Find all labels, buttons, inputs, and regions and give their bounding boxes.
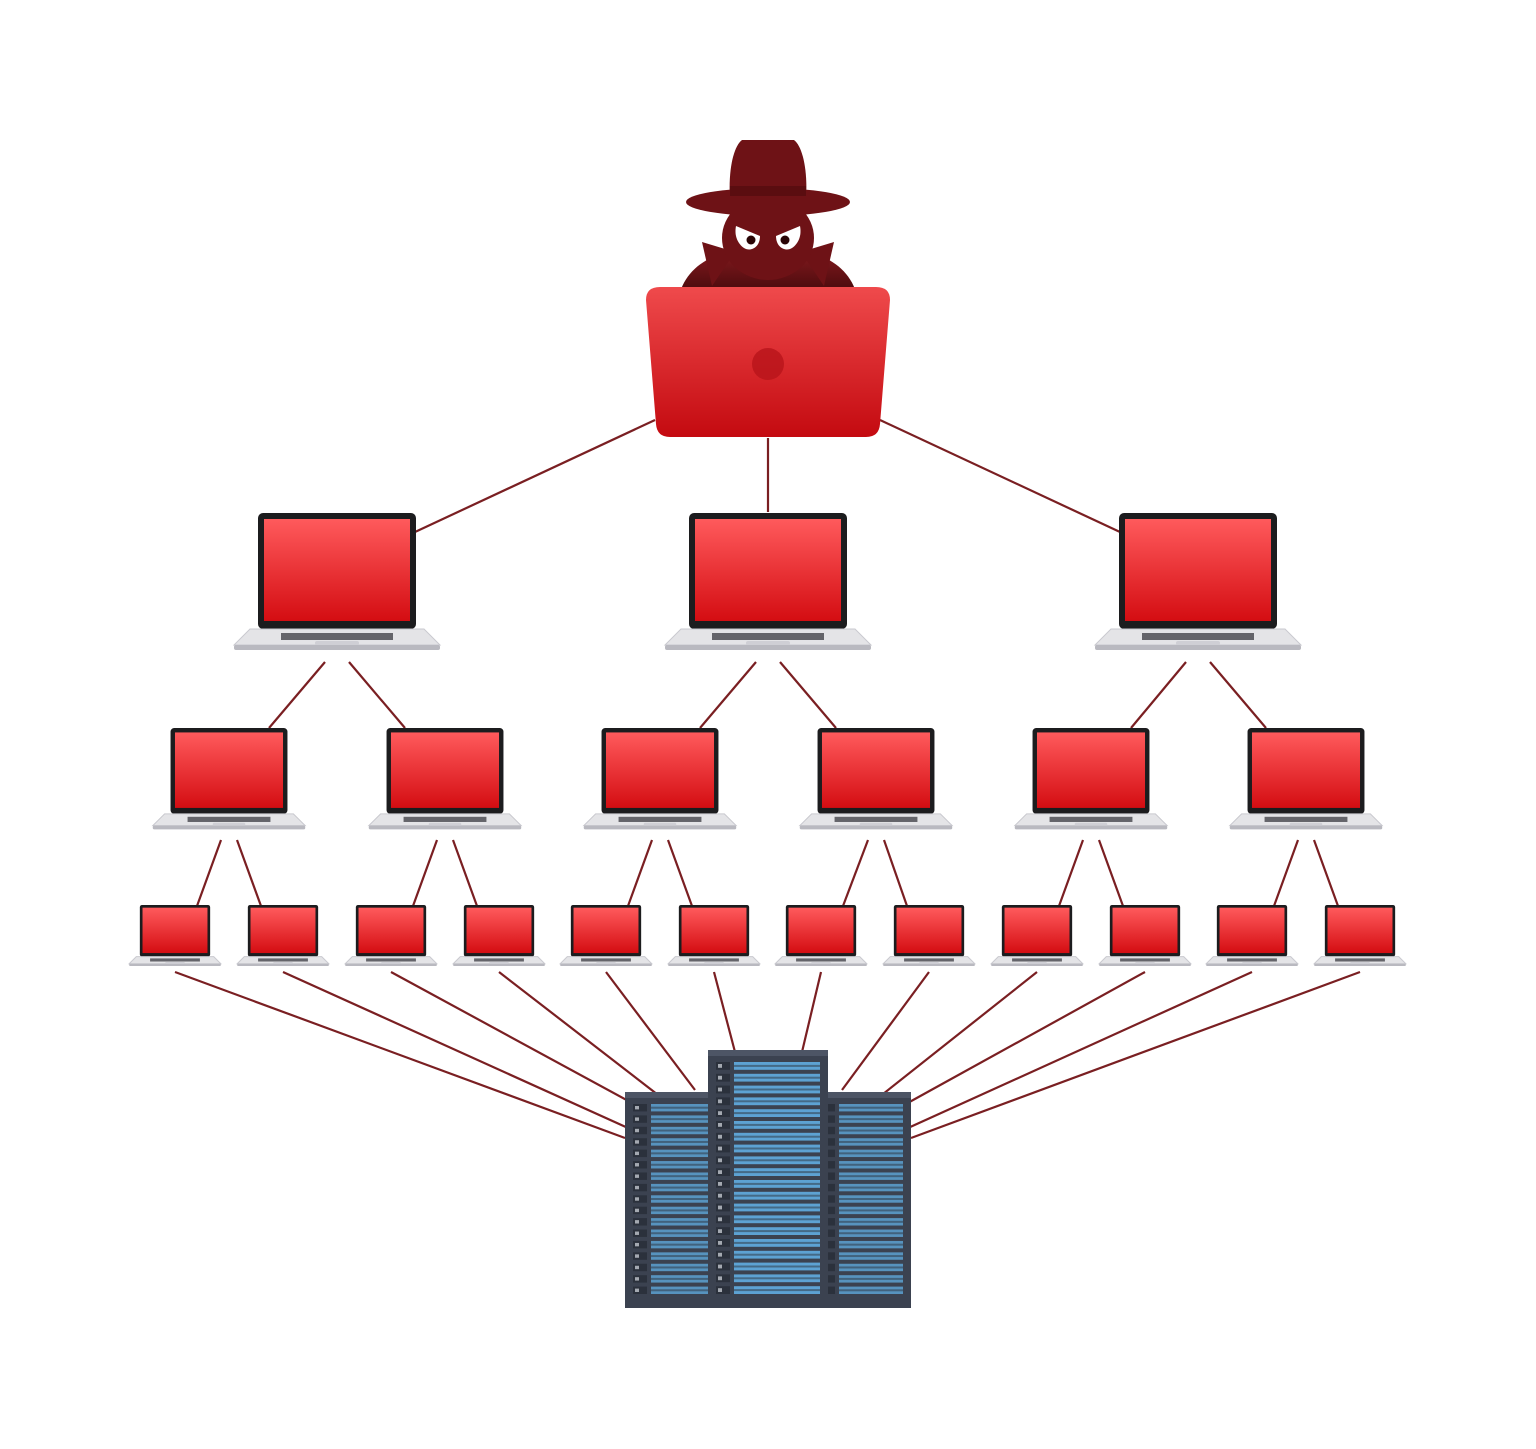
link-t3-to-server (498, 971, 663, 1099)
link-t2-to-t3 (1097, 839, 1125, 907)
tier3-laptop-icon (558, 905, 654, 966)
link-t2-to-t3 (626, 839, 654, 907)
link-t3-to-server (282, 970, 629, 1130)
tier1-laptop-icon (232, 513, 442, 650)
link-t3-to-server (910, 970, 1361, 1140)
link-t3-to-server (174, 970, 626, 1140)
link-t2-to-t3 (411, 839, 439, 907)
network-nodes (127, 140, 1408, 1308)
link-t2-to-t3 (235, 839, 263, 907)
link-t1-to-t2 (779, 661, 837, 729)
link-t3-to-server (605, 971, 696, 1091)
tier3-laptop-icon (1312, 905, 1408, 966)
tier3-laptop-icon (451, 905, 547, 966)
link-t2-to-t3 (195, 839, 223, 907)
link-t3-to-server (907, 970, 1253, 1130)
tier2-laptop-icon (1013, 728, 1169, 830)
tier1-laptop-icon (663, 513, 873, 650)
tier3-laptop-icon (1204, 905, 1300, 966)
tier3-laptop-icon (1097, 905, 1193, 966)
link-t1-to-t2 (699, 661, 757, 729)
link-t1-to-t2 (268, 661, 326, 729)
tier2-laptop-icon (151, 728, 307, 830)
link-t2-to-t3 (1312, 839, 1340, 907)
link-attacker-to-t1-left (414, 419, 656, 533)
link-t3-to-server (800, 971, 823, 1053)
link-t2-to-t3 (882, 839, 909, 907)
link-t2-to-t3 (1272, 839, 1300, 907)
tier3-laptop-icon (881, 905, 977, 966)
link-t3-to-server (712, 971, 737, 1053)
link-t1-to-t2 (1209, 661, 1267, 729)
hacker-icon (680, 140, 856, 292)
tier2-laptop-icon (367, 728, 523, 830)
tier2-laptop-icon (798, 728, 954, 830)
tier3-laptop-icon (773, 905, 869, 966)
link-t3-to-server (390, 971, 646, 1111)
tier3-laptop-icon (127, 905, 223, 966)
link-t1-to-t2 (1130, 661, 1187, 729)
tier2-laptop-icon (582, 728, 738, 830)
link-attacker-to-t1-right (879, 419, 1121, 533)
attacker-laptop-icon (646, 287, 890, 437)
connection-links (174, 419, 1361, 1140)
tier3-laptop-icon (989, 905, 1085, 966)
link-t2-to-t3 (1057, 839, 1085, 907)
tier3-laptop-icon (343, 905, 439, 966)
link-t3-to-server (894, 971, 1146, 1111)
link-t1-to-t2 (348, 661, 406, 729)
tier3-laptop-icon (235, 905, 331, 966)
link-t3-to-server (841, 971, 930, 1091)
link-t2-to-t3 (666, 839, 694, 907)
tier3-laptop-icon (666, 905, 762, 966)
link-t3-to-server (877, 971, 1038, 1099)
tier2-laptop-icon (1228, 728, 1384, 830)
link-t2-to-t3 (451, 839, 479, 907)
server-rack-icon (625, 1050, 911, 1308)
link-t2-to-t3 (841, 839, 870, 907)
tier1-laptop-icon (1093, 513, 1303, 650)
